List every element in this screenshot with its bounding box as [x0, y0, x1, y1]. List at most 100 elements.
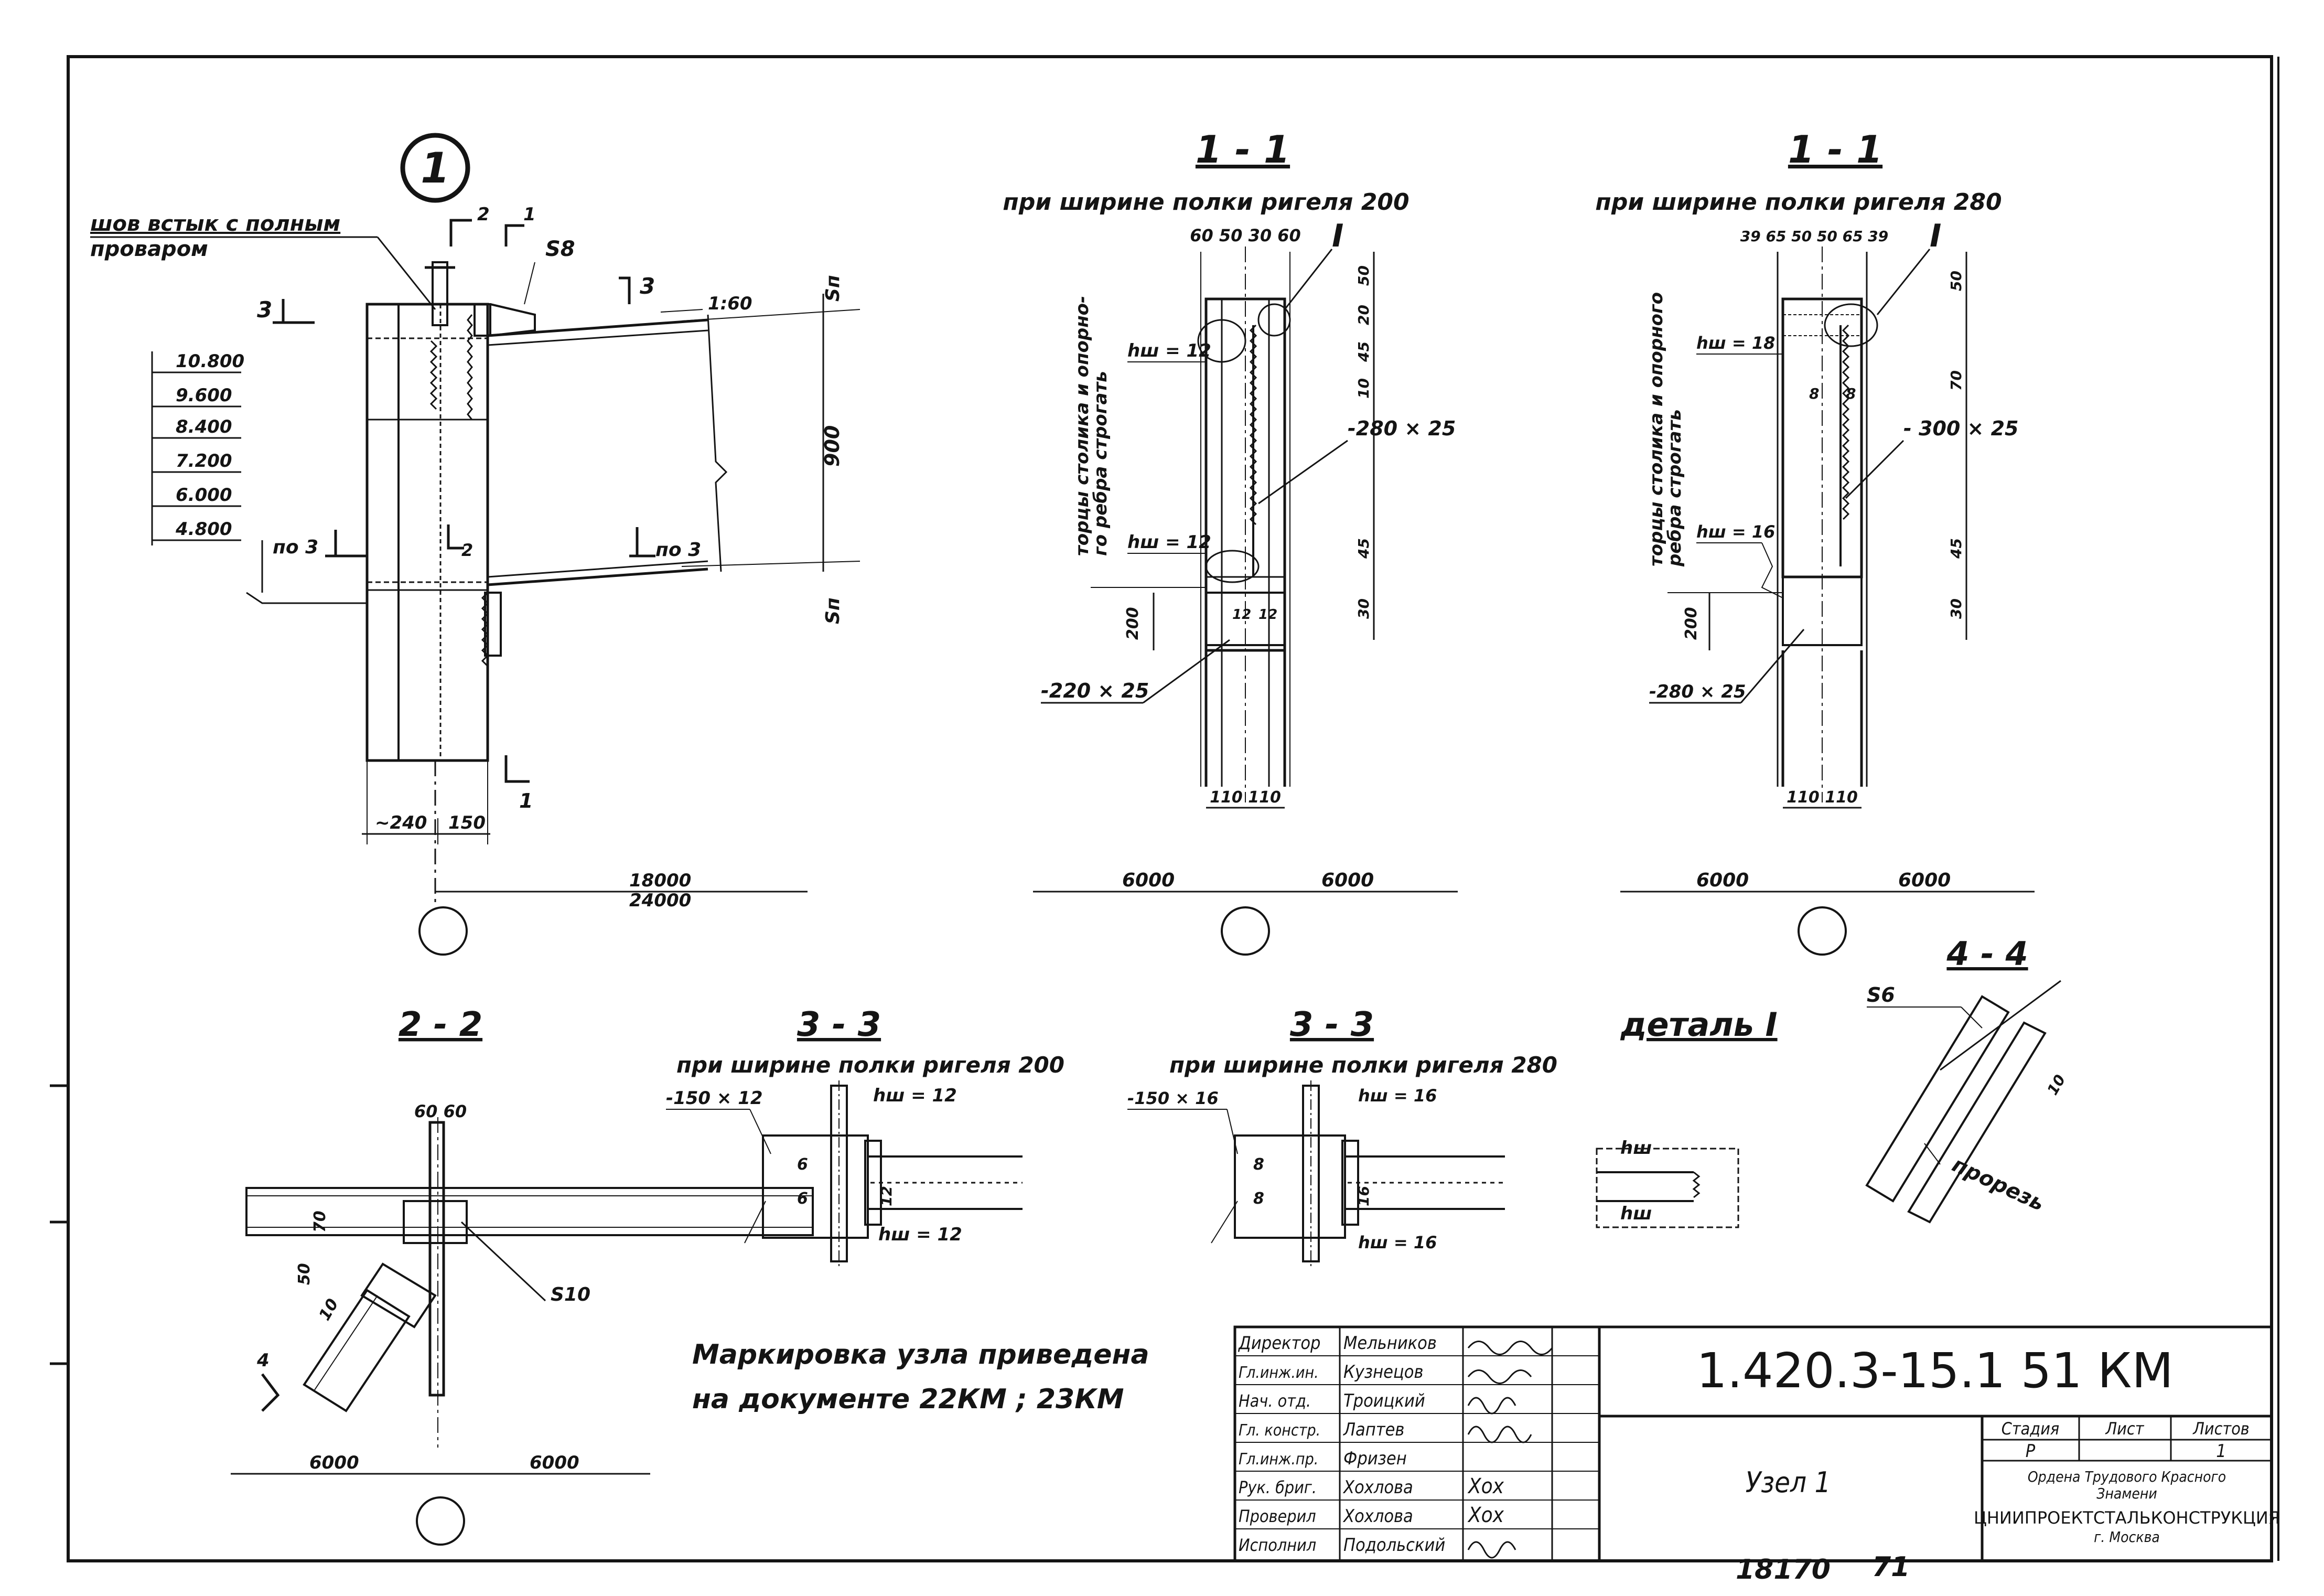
section-3-3-flange-280: 3 - 3 при ширине полки ригеля 280 -150 ×…	[1127, 1005, 1557, 1269]
cut-3-label-left: 3	[257, 297, 272, 323]
svg-text:7.200: 7.200	[176, 451, 232, 472]
sec33b-title: 3 - 3	[1290, 1005, 1374, 1044]
sec22-axis-right: 6000	[530, 1452, 579, 1473]
sec33a-subtitle: при ширине полки ригеля 200	[676, 1052, 1064, 1078]
sec33a-title: 3 - 3	[797, 1005, 881, 1044]
cut-markers: 2 1 3 3 2 1 по 3 по 3	[257, 204, 701, 812]
sec11a-v45: 45	[1355, 341, 1372, 362]
signature-3	[1467, 1397, 1516, 1415]
sec11b-v50: 50	[1948, 271, 1965, 291]
sec11b-top-dims: 39 65 50 50 65 39	[1740, 228, 1889, 245]
sec11b-bottom-dims: 110 110	[1787, 788, 1858, 807]
elevation-6000: 6.000	[152, 485, 241, 507]
sec11a-title: 1 - 1	[1196, 127, 1290, 172]
span-18000: 18000	[629, 870, 691, 891]
sec11b-d200: 200	[1682, 607, 1701, 640]
sec11b-v45: 45	[1948, 538, 1965, 559]
cut-3-label-top: 3	[640, 273, 655, 299]
name-2: Кузнецов	[1343, 1362, 1423, 1383]
role-3: Нач. отд.	[1239, 1391, 1311, 1411]
name-3: Троицкий	[1343, 1390, 1425, 1411]
axis-bubble-3	[1798, 906, 1847, 956]
sec11a-subtitle: при ширине полки ригеля 200	[1003, 189, 1409, 216]
sec33a-hw-bot: hш = 12	[878, 1224, 962, 1245]
sec33b-subtitle: при ширине полки ригеля 280	[1169, 1052, 1557, 1078]
name-7: Хохлова	[1342, 1506, 1413, 1527]
svg-text:4.800: 4.800	[175, 519, 232, 540]
sec33b-w8b: 8	[1253, 1190, 1264, 1208]
cut-1-label-top: 1	[523, 204, 536, 225]
cut-2-label-bot: 2	[461, 540, 473, 560]
sec11b-d8a: 8	[1809, 385, 1819, 402]
sheet-frame	[50, 55, 2279, 1562]
beam-top-flange	[487, 318, 708, 337]
axis-bubble-1	[418, 906, 468, 956]
sec11a-top-dims: 60 50 30 60	[1190, 226, 1301, 245]
slope-label: 1:60	[708, 293, 752, 314]
name-5: Фризен	[1343, 1448, 1407, 1469]
person-row-2: Гл.инж.ин. Кузнецов	[1239, 1362, 1423, 1383]
sec44-d10: 10	[2043, 1072, 2069, 1098]
person-row-5: Гл.инж.пр. Фризен	[1239, 1448, 1407, 1469]
s8-label: S8	[545, 237, 575, 261]
signature-6: Хох	[1467, 1503, 1504, 1527]
sec11a-side-note1: торцы столика и опорно-	[1072, 296, 1093, 556]
stage-value: Р	[2026, 1441, 2036, 1462]
sec22-d50: 50	[295, 1263, 314, 1285]
section-4-4: 4 - 4 S6 10 прорезь	[1865, 935, 2069, 1224]
sec11a-v50: 50	[1355, 265, 1372, 286]
sec22-title: 2 - 2	[399, 1005, 482, 1044]
elevation-marks: 10.800 9.600 8.400 7.200 6.000 4.800	[151, 351, 367, 604]
dim-150: 150	[448, 812, 486, 833]
name-8: Подольский	[1343, 1535, 1445, 1556]
sheets-value: 1	[2216, 1441, 2226, 1462]
sheet-title: Узел 1	[1746, 1466, 1831, 1499]
sec33a-w6a: 6	[797, 1155, 808, 1174]
sec33b-w8a: 8	[1253, 1155, 1264, 1174]
sec11b-hw-top: hш = 18	[1696, 333, 1775, 353]
role-5: Гл.инж.пр.	[1239, 1450, 1318, 1469]
sec11b-title: 1 - 1	[1788, 127, 1882, 172]
sec33a-hw-top: hш = 12	[873, 1085, 957, 1106]
inventory-number: 18170	[1736, 1554, 1831, 1586]
org-line2: Знамени	[2096, 1485, 2157, 1502]
sec44-title: 4 - 4	[1946, 935, 2028, 973]
sec11b-plate: - 300 × 25	[1903, 417, 2019, 440]
signature-1	[1467, 1341, 1553, 1355]
marking-note: Маркировка узла приведена на документе 2…	[692, 1339, 1149, 1415]
section-1-1-flange-280: 1 - 1 при ширине полки ригеля 280 39 65 …	[1595, 127, 2035, 956]
role-2: Гл.инж.ин.	[1239, 1364, 1319, 1382]
detail-i: деталь I hш hш	[1596, 1005, 1778, 1228]
sec44-slot: прорезь	[1949, 1152, 2048, 1216]
beam-flange-thickness-top: Sп	[822, 275, 844, 302]
elevation-9600: 9.600	[152, 385, 241, 408]
sec11b-subtitle: при ширине полки ригеля 280	[1595, 189, 2002, 216]
svg-text:6.000: 6.000	[176, 485, 232, 506]
cut-1-label-bot: 1	[519, 789, 533, 812]
beam-bottom-flange	[487, 567, 708, 586]
sec11a-plate: -280 × 25	[1348, 417, 1456, 440]
sec11b-plate-low: -280 × 25	[1649, 681, 1746, 702]
document-code: 1.420.3-15.1 51 КМ	[1696, 1343, 2173, 1399]
axis-bubble-2	[1221, 906, 1270, 956]
elevation-4800: 4.800	[152, 519, 241, 541]
column	[365, 303, 489, 762]
sec11a-hw-bot: hш = 12	[1127, 532, 1211, 553]
node-marker-circle	[400, 133, 470, 203]
cut-2-label-top: 2	[477, 204, 490, 225]
sec11b-d8b: 8	[1846, 385, 1856, 402]
sec11a-v10: 10	[1355, 378, 1372, 399]
sec22-d70: 70	[311, 1211, 329, 1233]
role-8: Исполнил	[1239, 1535, 1316, 1555]
note-line1: Маркировка узла приведена	[692, 1339, 1149, 1370]
stage-label: Стадия	[2002, 1419, 2059, 1439]
note-line2: на документе 22КМ ; 23КМ	[692, 1384, 1124, 1415]
sec33a-plate: -150 × 12	[666, 1088, 763, 1109]
elevation-10800: 10.800	[152, 351, 244, 373]
sec11a-hw-top: hш = 12	[1127, 340, 1211, 361]
po3-left: по 3	[273, 537, 318, 558]
svg-text:8.400: 8.400	[176, 416, 232, 437]
